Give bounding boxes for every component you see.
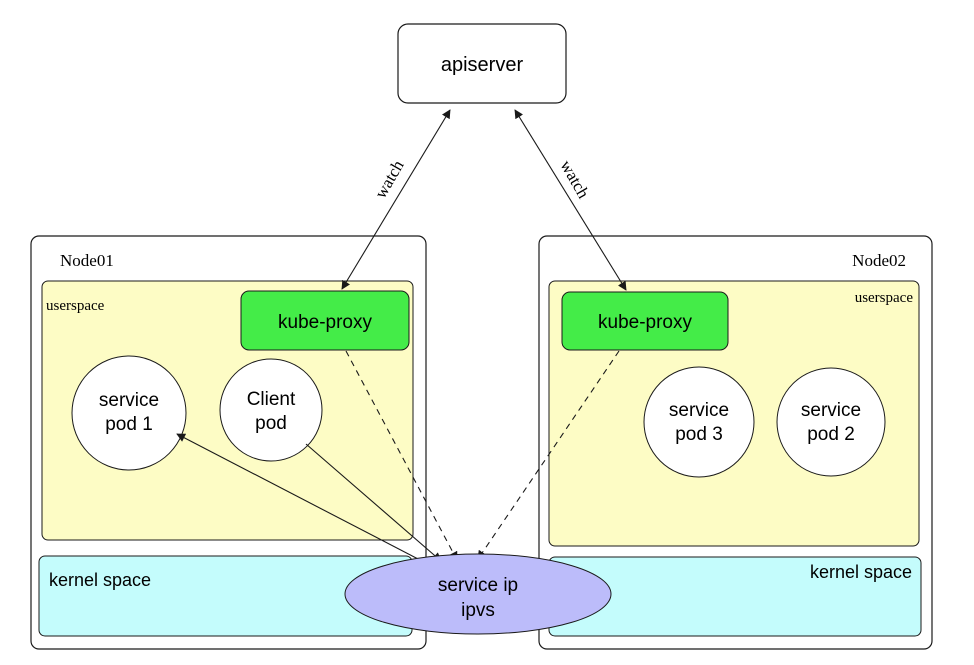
service-ip-to-service-pod-1-arrow: [176, 433, 421, 561]
watch-arrow-node02: [514, 109, 627, 291]
node01-kube-proxy-label: kube-proxy: [278, 312, 372, 333]
client-pod-line2: pod: [255, 413, 287, 434]
node01-userspace-label: userspace: [46, 298, 105, 314]
service-ip-ipvs: service ip ipvs: [344, 553, 612, 635]
client-pod-line1: Client: [247, 389, 296, 410]
service-ip-line1: service ip: [438, 575, 518, 596]
apiserver-label: apiserver: [441, 54, 524, 76]
node01-title: Node01: [60, 251, 114, 270]
service-pod-1-line1: service: [99, 390, 159, 411]
service-pod-3-line2: pod 3: [675, 424, 723, 445]
apiserver-node: apiserver: [397, 23, 567, 104]
watch-arrow-node01: [341, 109, 451, 290]
watch-label-left: watch: [371, 156, 408, 201]
service-pod-1-line2: pod 1: [105, 414, 153, 435]
node02-kernel-label: kernel space: [810, 562, 912, 582]
client-pod-to-service-ip-arrow: [305, 443, 442, 562]
node02-title: Node02: [852, 251, 906, 270]
connectors: [176, 109, 627, 562]
service-pod-2-line2: pod 2: [807, 424, 855, 445]
service-pod-1: service pod 1: [71, 355, 187, 471]
node01-kube-proxy: kube-proxy: [240, 290, 410, 351]
kube-proxy-node02-to-service-ip-arrow: [477, 350, 620, 560]
node02-kube-proxy-label: kube-proxy: [598, 312, 692, 333]
service-pod-2: service pod 2: [776, 367, 886, 477]
node01: Node01 userspace kernel space kube-proxy…: [30, 235, 427, 650]
service-pod-2-line1: service: [801, 400, 861, 421]
node01-kernel-label: kernel space: [49, 570, 151, 590]
service-ip-line2: ipvs: [461, 600, 495, 621]
node02-userspace-label: userspace: [855, 290, 914, 306]
node02: Node02 userspace kernel space kube-proxy…: [538, 235, 933, 650]
service-pod-3-line1: service: [669, 400, 729, 421]
node01-kernel-space: kernel space: [38, 555, 413, 637]
service-pod-3: service pod 3: [643, 366, 755, 478]
client-pod: Client pod: [219, 358, 323, 462]
watch-label-right: watch: [556, 157, 593, 202]
node02-kernel-space: kernel space: [548, 556, 922, 637]
node02-kube-proxy: kube-proxy: [561, 291, 729, 351]
